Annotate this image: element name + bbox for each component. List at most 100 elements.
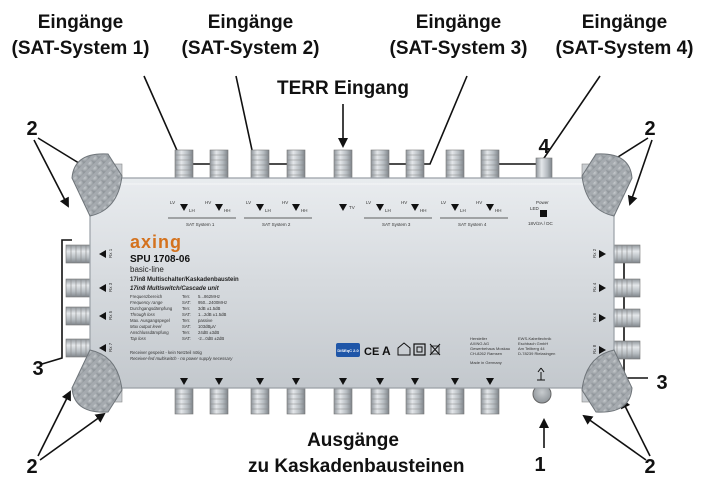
svg-text:HV: HV bbox=[476, 200, 482, 205]
svg-text:18V/2A / DC: 18V/2A / DC bbox=[528, 221, 554, 226]
svg-text:Through loss: Through loss bbox=[130, 312, 156, 317]
svg-text:Am Teilberg 44: Am Teilberg 44 bbox=[518, 346, 545, 351]
svg-text:5...862MHz: 5...862MHz bbox=[198, 294, 220, 299]
cert-marks: DiSEqC 2.0 CE A bbox=[336, 342, 441, 358]
svg-text:HH: HH bbox=[420, 208, 427, 213]
cap-bottom-right bbox=[581, 349, 633, 413]
svg-text:LH: LH bbox=[265, 208, 271, 213]
callout-arrow-2bl-a bbox=[37, 390, 71, 457]
svg-text:Terr.: Terr. bbox=[182, 294, 190, 299]
svg-text:Durchgangsdämpfung: Durchgangsdämpfung bbox=[130, 306, 173, 311]
svg-text:Terr.: Terr. bbox=[182, 330, 190, 335]
svg-text:Frequenzbereich: Frequenzbereich bbox=[130, 294, 163, 299]
callout-line-sat4 bbox=[496, 75, 601, 165]
callout-line-sat3 bbox=[388, 75, 468, 165]
svg-text:EWS-Kabeltechnik: EWS-Kabeltechnik bbox=[518, 336, 551, 341]
svg-text:AXING AG: AXING AG bbox=[470, 341, 489, 346]
svg-text:Rx 8: Rx 8 bbox=[592, 344, 597, 354]
callout-3-left: 3 bbox=[32, 358, 44, 380]
callout-2-top-right: 2 bbox=[644, 118, 656, 140]
svg-text:Power: Power bbox=[536, 200, 549, 205]
label-sat4: Eingänge (SAT-System 4) bbox=[552, 10, 697, 62]
port-labels: LV LH HV HH LV LH HV HH TV LV LH HV HH L… bbox=[170, 200, 554, 227]
svg-text:Max output level: Max output level bbox=[130, 324, 162, 329]
callout-3-right: 3 bbox=[656, 372, 668, 394]
svg-text:LV: LV bbox=[246, 200, 251, 205]
device-line: basic-line bbox=[130, 265, 164, 274]
power-led bbox=[540, 210, 547, 217]
ce-mark-icon: CE bbox=[364, 346, 379, 358]
callout-arrow-2tr-b bbox=[627, 139, 653, 206]
double-insulation-icon bbox=[413, 343, 426, 356]
svg-text:DiSEqC 2.0: DiSEqC 2.0 bbox=[337, 348, 359, 353]
svg-text:D-78239 Rielasingen: D-78239 Rielasingen bbox=[518, 351, 555, 356]
label-sat3: Eingänge (SAT-System 3) bbox=[386, 10, 531, 62]
svg-text:SAT System 1: SAT System 1 bbox=[186, 222, 215, 227]
svg-text:LH: LH bbox=[385, 208, 391, 213]
svg-text:103dBµV: 103dBµV bbox=[198, 324, 216, 329]
ground-symbol-icon bbox=[537, 367, 545, 381]
device-title-en: 17in8 Multiswitch/Cascade unit bbox=[130, 286, 220, 292]
top-connectors bbox=[111, 149, 593, 181]
device-model: SPU 1708-06 bbox=[130, 254, 190, 265]
side-port-markers bbox=[99, 250, 606, 354]
callout-arrow-2br-b bbox=[582, 414, 647, 461]
svg-text:Tap loss: Tap loss bbox=[130, 336, 147, 341]
svg-text:LV: LV bbox=[441, 200, 446, 205]
svg-text:TV: TV bbox=[349, 205, 355, 210]
svg-text:1...2dB ±1.5dB: 1...2dB ±1.5dB bbox=[198, 312, 227, 317]
svg-text:Hersteller: Hersteller bbox=[470, 336, 488, 341]
a-mark-icon: A bbox=[382, 344, 391, 358]
svg-text:HV: HV bbox=[282, 200, 288, 205]
svg-text:Rx 1: Rx 1 bbox=[108, 248, 113, 258]
svg-text:LV: LV bbox=[170, 200, 175, 205]
svg-text:3dB ±1.5dB: 3dB ±1.5dB bbox=[198, 306, 221, 311]
svg-text:SAT:: SAT: bbox=[182, 312, 191, 317]
svg-text:HV: HV bbox=[205, 200, 211, 205]
svg-text:Receiver-fed multiswitch - no: Receiver-fed multiswitch - no power supp… bbox=[130, 356, 233, 361]
svg-text:LH: LH bbox=[189, 208, 195, 213]
device-title-de: 17in8 Multischalter/Kaskadenbaustein bbox=[130, 277, 239, 283]
label-outputs-line1: Ausgänge bbox=[307, 430, 399, 451]
cap-bottom-left bbox=[71, 349, 123, 413]
cap-top-left bbox=[71, 153, 123, 217]
svg-text:Anschlussdämpfung: Anschlussdämpfung bbox=[130, 330, 169, 335]
manufacturer-info: Hersteller AXING AG Gewerbehaus Moskau C… bbox=[470, 336, 555, 365]
svg-text:HH: HH bbox=[495, 208, 502, 213]
svg-text:Rx 2: Rx 2 bbox=[592, 248, 597, 258]
svg-text:Rx 7: Rx 7 bbox=[108, 342, 113, 352]
svg-text:Rx 3: Rx 3 bbox=[108, 282, 113, 292]
indoor-use-icon bbox=[397, 342, 411, 356]
callout-1: 1 bbox=[534, 454, 546, 476]
svg-text:LH: LH bbox=[460, 208, 466, 213]
svg-text:LV: LV bbox=[366, 200, 371, 205]
callout-2-bottom-right: 2 bbox=[644, 456, 656, 478]
svg-text:950...2400MHz: 950...2400MHz bbox=[198, 300, 227, 305]
callout-4: 4 bbox=[538, 136, 550, 158]
svg-text:passive: passive bbox=[198, 318, 213, 323]
callout-arrow-2bl-b bbox=[39, 412, 106, 461]
cap-top-right bbox=[581, 153, 633, 217]
label-sat3-line1: Eingänge bbox=[415, 12, 502, 33]
label-sat1: Eingänge (SAT-System 1) bbox=[8, 10, 153, 62]
svg-text:SAT System 4: SAT System 4 bbox=[458, 222, 487, 227]
label-terr: TERR Eingang bbox=[277, 78, 409, 99]
diseqc-logo bbox=[336, 343, 360, 357]
label-sat1-line1: Eingänge bbox=[37, 12, 124, 33]
svg-text:Rx 5: Rx 5 bbox=[108, 310, 113, 320]
svg-text:Made in Germany: Made in Germany bbox=[470, 360, 502, 365]
bottom-port-markers bbox=[180, 378, 494, 385]
svg-text:LED: LED bbox=[530, 206, 540, 211]
label-sat2-line2: (SAT-System 2) bbox=[181, 38, 320, 59]
callout-arrow-2tl-b bbox=[33, 139, 69, 208]
svg-text:SAT System 3: SAT System 3 bbox=[382, 222, 411, 227]
label-sat4-line2: (SAT-System 4) bbox=[555, 38, 694, 59]
callout-bracket-3-left bbox=[41, 239, 72, 365]
callout-2-top-left: 2 bbox=[26, 118, 38, 140]
label-outputs-line2: zu Kaskadenbausteinen bbox=[248, 456, 465, 477]
side-labels: Rx 1 Rx 3 Rx 5 Rx 7 Rx 2 Rx 4 Rx 6 Rx 8 bbox=[108, 248, 597, 354]
label-sat3-line2: (SAT-System 3) bbox=[389, 38, 528, 59]
label-sat4-line1: Eingänge bbox=[581, 12, 668, 33]
